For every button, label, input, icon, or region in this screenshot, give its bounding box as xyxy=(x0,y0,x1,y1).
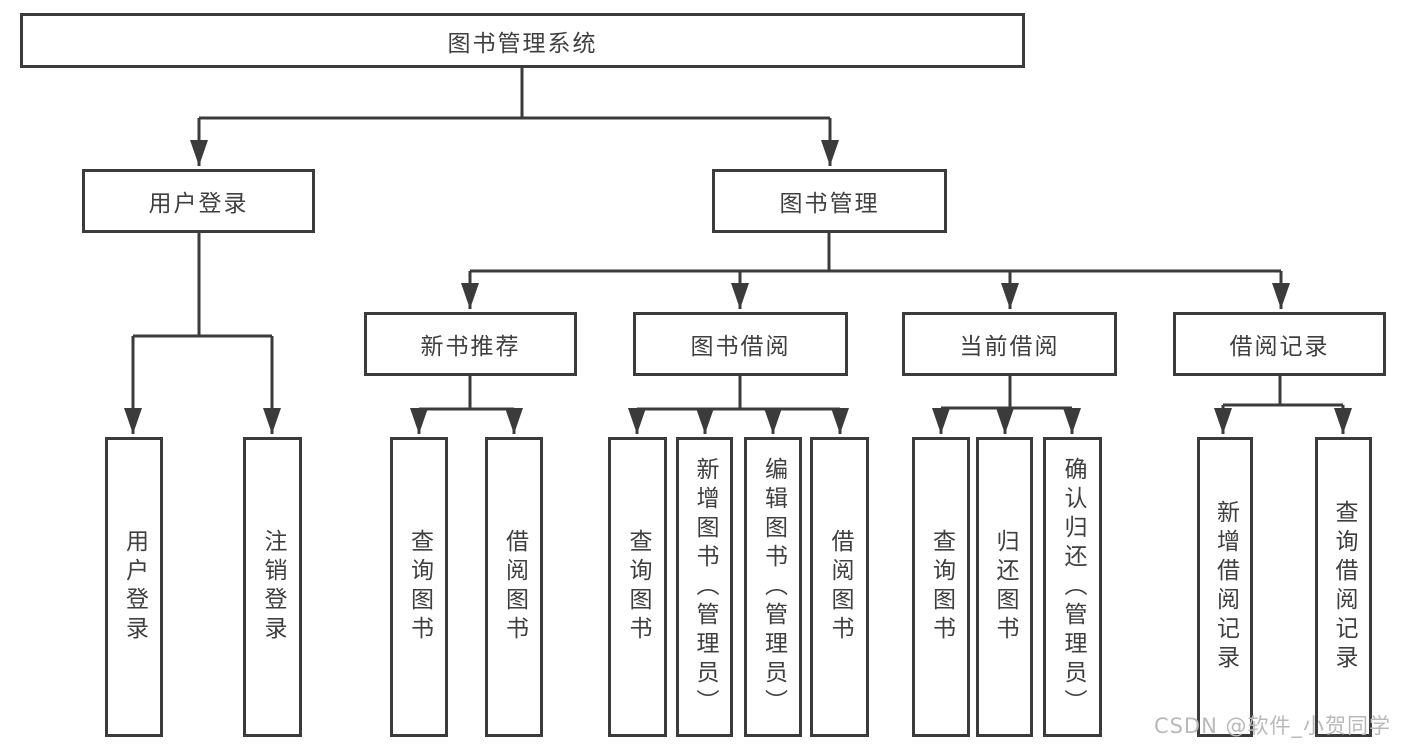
node-user-login: 用户登录 xyxy=(82,169,315,233)
connector-user-login-children xyxy=(124,233,281,434)
connector-book-mgmt-children xyxy=(461,233,1290,309)
leaf-query-book-3: 查询图书 xyxy=(912,437,970,737)
node-book-management: 图书管理 xyxy=(712,169,947,233)
csdn-watermark: CSDN @软件_小贺同学 xyxy=(1153,714,1391,738)
leaf-borrow-book-2: 借阅图书 xyxy=(810,437,869,737)
connector-borrow-records-children xyxy=(1214,376,1352,434)
leaf-user-login: 用户登录 xyxy=(105,437,163,737)
leaf-borrow-book-1: 借阅图书 xyxy=(485,437,543,737)
leaf-logout: 注销登录 xyxy=(243,437,302,737)
node-current-borrowing: 当前借阅 xyxy=(902,312,1117,376)
leaf-query-book-2: 查询图书 xyxy=(608,437,667,737)
connector-new-book-children xyxy=(410,376,523,434)
leaf-add-book-admin: 新增图书（管理员） xyxy=(676,437,733,737)
leaf-query-borrow-record: 查询借阅记录 xyxy=(1315,437,1372,737)
node-book-borrowing: 图书借阅 xyxy=(633,312,848,376)
leaf-confirm-return-admin: 确认归还（管理员） xyxy=(1043,437,1102,737)
node-root-title: 图书管理系统 xyxy=(20,13,1025,68)
leaf-edit-book-admin: 编辑图书（管理员） xyxy=(744,437,802,737)
connector-root-to-level2 xyxy=(190,68,839,166)
leaf-query-book-1: 查询图书 xyxy=(390,437,448,737)
node-new-book-recommend: 新书推荐 xyxy=(364,312,577,376)
leaf-add-borrow-record: 新增借阅记录 xyxy=(1197,437,1253,737)
connector-book-borrow-children xyxy=(628,376,849,434)
node-borrow-records: 借阅记录 xyxy=(1173,312,1386,376)
connector-current-borrow-children xyxy=(932,376,1081,434)
leaf-return-book: 归还图书 xyxy=(976,437,1033,737)
